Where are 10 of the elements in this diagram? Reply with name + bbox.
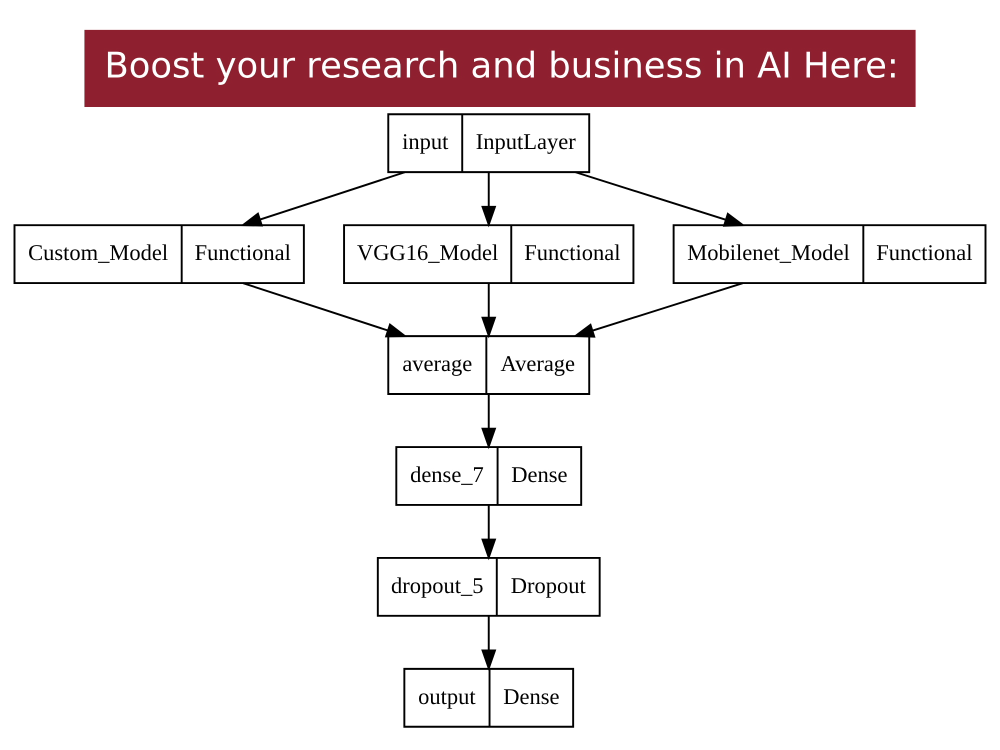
arrow — [481, 172, 496, 227]
arrow — [240, 170, 406, 226]
arrow — [575, 170, 746, 226]
arrow — [242, 282, 408, 337]
diagram-title: Boost your research and business in AI Here: — [104, 44, 899, 86]
arrow — [572, 282, 743, 338]
arrow — [481, 282, 496, 338]
arrow — [481, 394, 496, 449]
arrow — [481, 504, 496, 560]
arrow — [481, 616, 496, 671]
